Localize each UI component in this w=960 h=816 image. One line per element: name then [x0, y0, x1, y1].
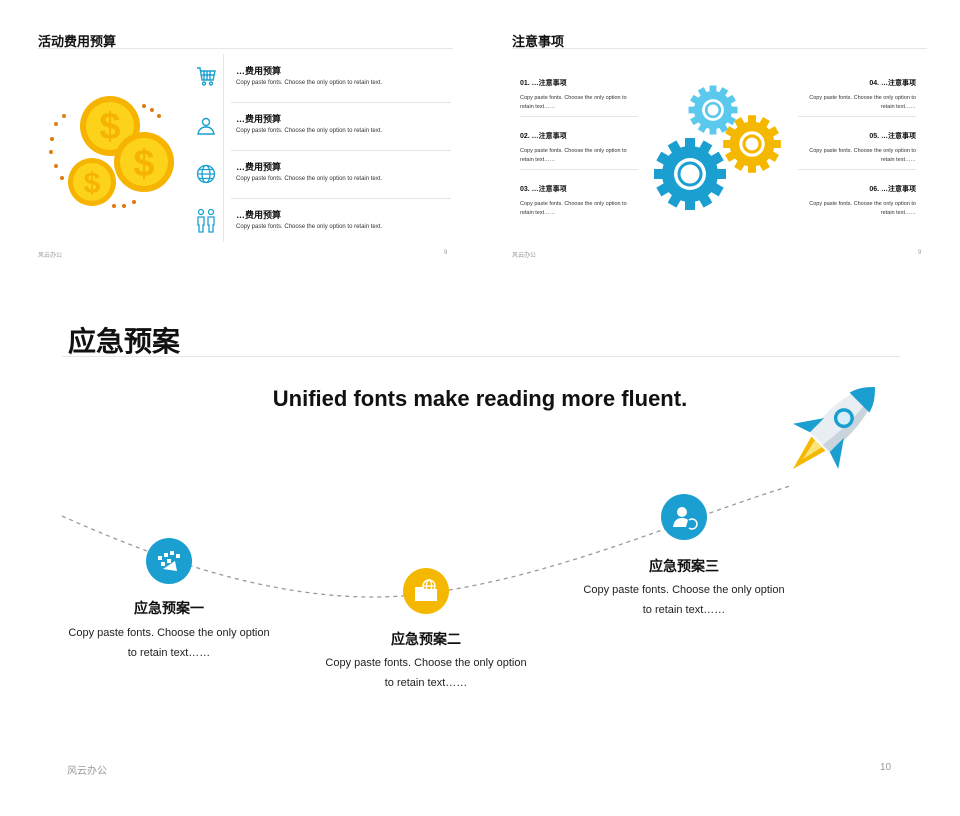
title-divider — [62, 356, 900, 357]
plan-text: to retain text…… — [127, 647, 211, 659]
note-divider — [798, 169, 916, 170]
item-heading: …费用预算 — [236, 210, 282, 220]
slide-title: 注意事项 — [512, 34, 565, 49]
item-heading: …费用预算 — [236, 66, 282, 76]
note-text: retain text…… — [520, 104, 556, 110]
note-text: retain text…… — [880, 157, 916, 163]
svg-text:$: $ — [133, 143, 154, 185]
item-divider — [231, 198, 451, 199]
note-text: Copy paste fonts. Choose the only option… — [809, 201, 916, 207]
plan-text: Copy paste fonts. Choose the only option — [583, 584, 785, 596]
note-heading: 01. …注意事项 — [520, 80, 567, 87]
headline: Unified fonts make reading more fluent. — [272, 386, 688, 411]
note-divider — [520, 116, 638, 117]
plan-text: Copy paste fonts. Choose the only option — [68, 627, 270, 639]
note-text: retain text…… — [520, 157, 556, 163]
plan-text: to retain text…… — [384, 677, 468, 689]
budget-item: …费用预算 Copy paste fonts. Choose the only … — [193, 206, 453, 252]
budget-item: …费用预算 Copy paste fonts. Choose the only … — [193, 110, 453, 156]
gear-yellow-icon — [723, 115, 781, 173]
note-text: Copy paste fonts. Choose the only option… — [520, 201, 627, 207]
plan-icon-circle — [146, 538, 192, 584]
apps-icon — [158, 551, 180, 571]
gear-light-blue-icon — [688, 85, 738, 135]
item-text: Copy paste fonts. Choose the only option… — [236, 224, 383, 230]
gears-illustration — [654, 85, 781, 210]
page-number: 9 — [918, 250, 922, 256]
note-text: Copy paste fonts. Choose the only option… — [520, 95, 627, 101]
note-text: retain text…… — [880, 210, 916, 216]
item-divider — [231, 150, 451, 151]
note-text: retain text…… — [520, 210, 556, 216]
note-item: 01. …注意事项 Copy paste fonts. Choose the o… — [520, 78, 638, 117]
note-heading: 04. …注意事项 — [869, 80, 916, 87]
rocket-illustration — [792, 386, 876, 470]
item-divider — [231, 102, 451, 103]
plan-icon-circle — [661, 494, 707, 540]
page-number: 10 — [880, 762, 892, 773]
slide-title: 应急预案 — [68, 326, 181, 357]
item-text: Copy paste fonts. Choose the only option… — [236, 80, 383, 86]
note-heading: 03. …注意事项 — [520, 186, 567, 193]
note-item: 04. …注意事项 Copy paste fonts. Choose the o… — [798, 78, 916, 117]
note-text: Copy paste fonts. Choose the only option… — [520, 148, 627, 154]
note-item: 02. …注意事项 Copy paste fonts. Choose the o… — [520, 131, 638, 170]
note-text: Copy paste fonts. Choose the only option… — [809, 148, 916, 154]
note-heading: 02. …注意事项 — [520, 133, 567, 140]
vertical-divider — [223, 54, 224, 242]
title-divider — [512, 48, 927, 49]
note-divider — [798, 116, 916, 117]
footer-brand: 风云办公 — [38, 253, 63, 259]
note-text: Copy paste fonts. Choose the only option… — [809, 95, 916, 101]
note-item: 05. …注意事项 Copy paste fonts. Choose the o… — [798, 131, 916, 170]
title-divider — [38, 48, 453, 49]
svg-text:$: $ — [99, 106, 120, 148]
note-item: 03. …注意事项 Copy paste fonts. Choose the o… — [520, 184, 638, 218]
slide-emergency-plan: 应急预案 Unified fonts make reading more flu… — [0, 300, 960, 816]
slide-notes: 注意事项 01. …注意事项 Copy paste fonts. Choose … — [505, 22, 930, 262]
note-heading: 06. …注意事项 — [869, 186, 916, 193]
plan-title: 应急预案三 — [649, 558, 719, 574]
page-number: 9 — [444, 250, 448, 256]
footer-brand: 风云办公 — [512, 253, 537, 259]
footer-brand: 风云办公 — [67, 766, 107, 777]
cart-icon — [197, 67, 216, 86]
svg-text:$: $ — [84, 167, 101, 200]
plan-text: to retain text…… — [642, 604, 726, 616]
coins-illustration: $ $ $ — [49, 96, 174, 208]
plan-title: 应急预案一 — [134, 600, 204, 616]
note-item: 06. …注意事项 Copy paste fonts. Choose the o… — [798, 184, 916, 218]
gear-blue-icon — [654, 138, 726, 210]
slide-activity-budget: 活动费用预算 $ $ $ …费用预算 Copy paste fonts. Cho… — [30, 22, 455, 262]
budget-item: …费用预算 Copy paste fonts. Choose the only … — [193, 158, 453, 204]
item-text: Copy paste fonts. Choose the only option… — [236, 176, 383, 182]
item-heading: …费用预算 — [236, 162, 282, 172]
note-heading: 05. …注意事项 — [869, 133, 916, 140]
budget-item: …费用预算 Copy paste fonts. Choose the only … — [193, 62, 453, 108]
plan-text: Copy paste fonts. Choose the only option — [325, 657, 527, 669]
people-icon — [197, 208, 215, 233]
plan-title: 应急预案二 — [391, 631, 461, 647]
location-user-icon — [197, 117, 215, 135]
item-text: Copy paste fonts. Choose the only option… — [236, 128, 383, 134]
globe-folder-icon — [415, 579, 437, 601]
plan-icon-circle — [403, 568, 449, 614]
note-divider — [520, 169, 638, 170]
user-refresh-icon — [673, 507, 698, 530]
item-heading: …费用预算 — [236, 114, 282, 124]
note-text: retain text…… — [880, 104, 916, 110]
slide-title: 活动费用预算 — [38, 34, 117, 49]
globe-icon — [196, 164, 216, 184]
